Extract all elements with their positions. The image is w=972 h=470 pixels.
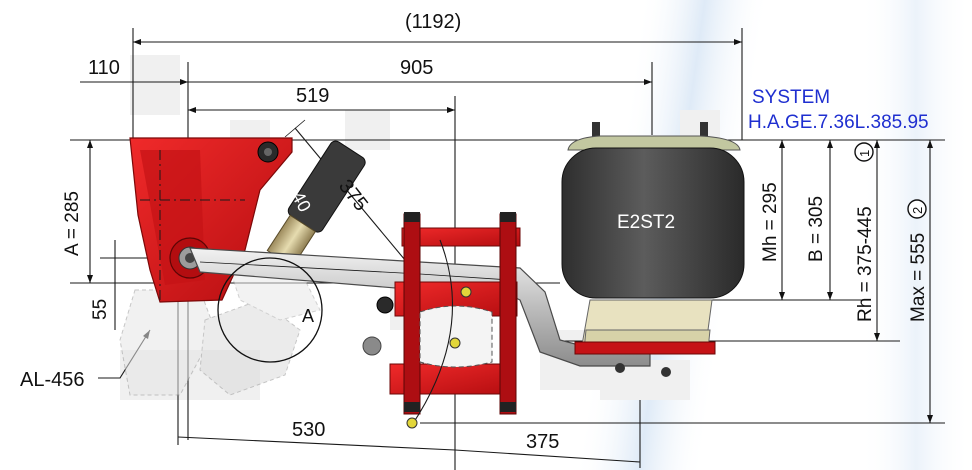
ghost-bracket bbox=[119, 269, 321, 396]
note-marker-2-text: 2 bbox=[910, 207, 925, 214]
bracket-label: AL-456 bbox=[20, 369, 85, 391]
detail-label: A bbox=[302, 306, 314, 326]
note-marker-2: 2 bbox=[907, 199, 927, 219]
note-marker-1-text: 1 bbox=[857, 150, 872, 157]
dim-519: 519 bbox=[296, 85, 329, 107]
frame-hanger bbox=[129, 137, 293, 303]
detail-circle: A bbox=[217, 257, 323, 363]
dim-bottom-375: 375 bbox=[526, 431, 559, 453]
dim-530: 530 bbox=[292, 419, 325, 441]
dim-max: Max = 555 bbox=[908, 233, 929, 322]
air-bellows: E2ST2 bbox=[561, 122, 745, 377]
axle-clamp bbox=[362, 212, 521, 429]
dim-b-305: B = 305 bbox=[806, 196, 827, 262]
dim-905: 905 bbox=[400, 57, 433, 79]
system-title: SYSTEM bbox=[752, 87, 830, 108]
system-code: H.A.GE.7.36L.385.95 bbox=[748, 112, 929, 133]
note-marker-1: 1 bbox=[854, 142, 874, 162]
dim-overall: (1192) bbox=[405, 11, 461, 33]
dim-mh-295: Mh = 295 bbox=[760, 182, 781, 262]
dim-55: 55 bbox=[90, 299, 111, 320]
dim-110: 110 bbox=[88, 57, 120, 79]
dim-a-285: A = 285 bbox=[62, 191, 83, 256]
dim-rh: Rh = 375-445 bbox=[855, 206, 876, 322]
bellows-label: E2ST2 bbox=[617, 212, 675, 233]
